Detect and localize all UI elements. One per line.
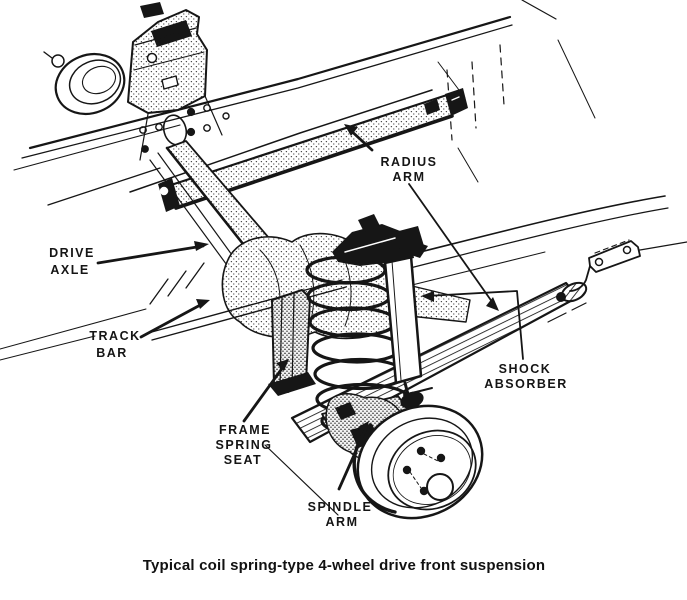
shock-absorber-drawing [383,226,433,409]
brake-drum-drawing [352,404,484,520]
body-sweep-lines [0,195,687,361]
track-bar-label: TRACK [89,329,140,343]
frame-rail-drawing [13,0,596,206]
drive-axle-label: AXLE [50,263,89,277]
labels: RADIUS ARM DRIVE AXLE TRACK BAR FRAME SP… [49,155,568,529]
track-bar-drawing [147,279,347,341]
track-bar-label: BAR [96,346,128,360]
figure-caption: Typical coil spring-type 4-wheel drive f… [143,557,545,574]
leader-lines [96,124,524,491]
radius-arm-label: RADIUS [381,155,438,169]
shock-absorber-label: ABSORBER [484,377,568,391]
shock-absorber-label: SHOCK [499,362,552,376]
drive-axle-label: DRIVE [49,246,95,260]
radius-arm-front-mount-drawing [43,2,223,161]
spindle-arm-label: SPINDLE [308,500,373,514]
frame-spring-seat-label: FRAME [219,423,271,437]
spindle-arm-label: ARM [326,515,359,529]
frame-spring-seat-label: SPRING [216,438,273,452]
radius-arm-label: ARM [393,170,426,184]
frame-spring-seat-label: SEAT [224,453,262,467]
